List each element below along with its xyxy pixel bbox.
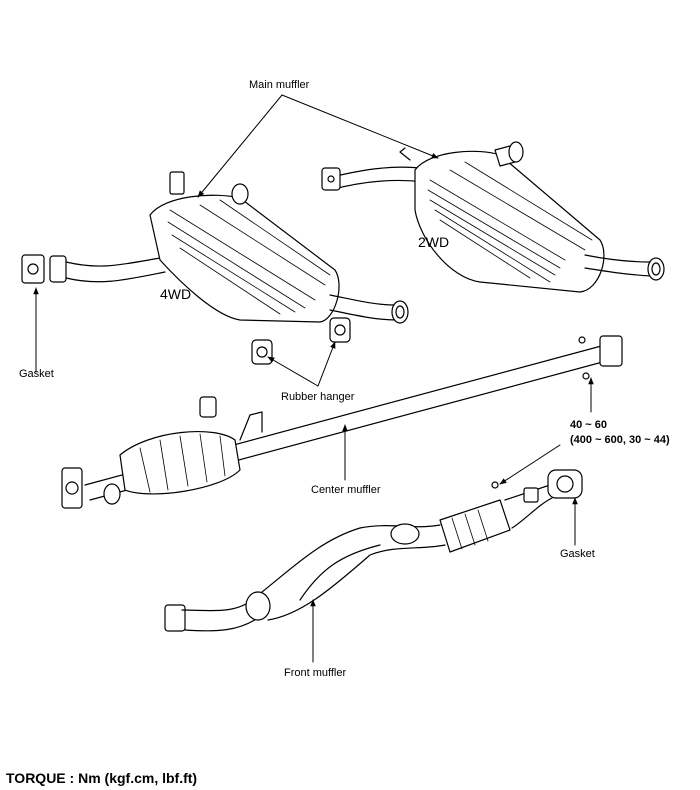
rubber-hangers (199, 317, 351, 418)
center-muffler (61, 335, 623, 509)
torque-spec-value: 40 ~ 60 (570, 419, 608, 431)
center-muffler-label: Center muffler (311, 484, 381, 496)
4wd-label: 4WD (160, 286, 192, 302)
rubber-hanger-label: Rubber hanger (281, 391, 355, 403)
gasket-label-left: Gasket (19, 368, 54, 380)
leader-lines (33, 94, 594, 663)
gasket-label-right: Gasket (560, 548, 595, 560)
main-muffler-label: Main muffler (249, 79, 310, 91)
main-muffler-2wd (321, 141, 665, 293)
2wd-label: 2WD (418, 234, 450, 250)
main-muffler-4wd (21, 171, 409, 324)
torque-spec-alt: (400 ~ 600, 30 ~ 44) (570, 434, 670, 446)
front-muffler-label: Front muffler (284, 667, 347, 679)
front-muffler (164, 469, 583, 632)
torque-units-footer: TORQUE : Nm (kgf.cm, lbf.ft) (6, 770, 198, 786)
